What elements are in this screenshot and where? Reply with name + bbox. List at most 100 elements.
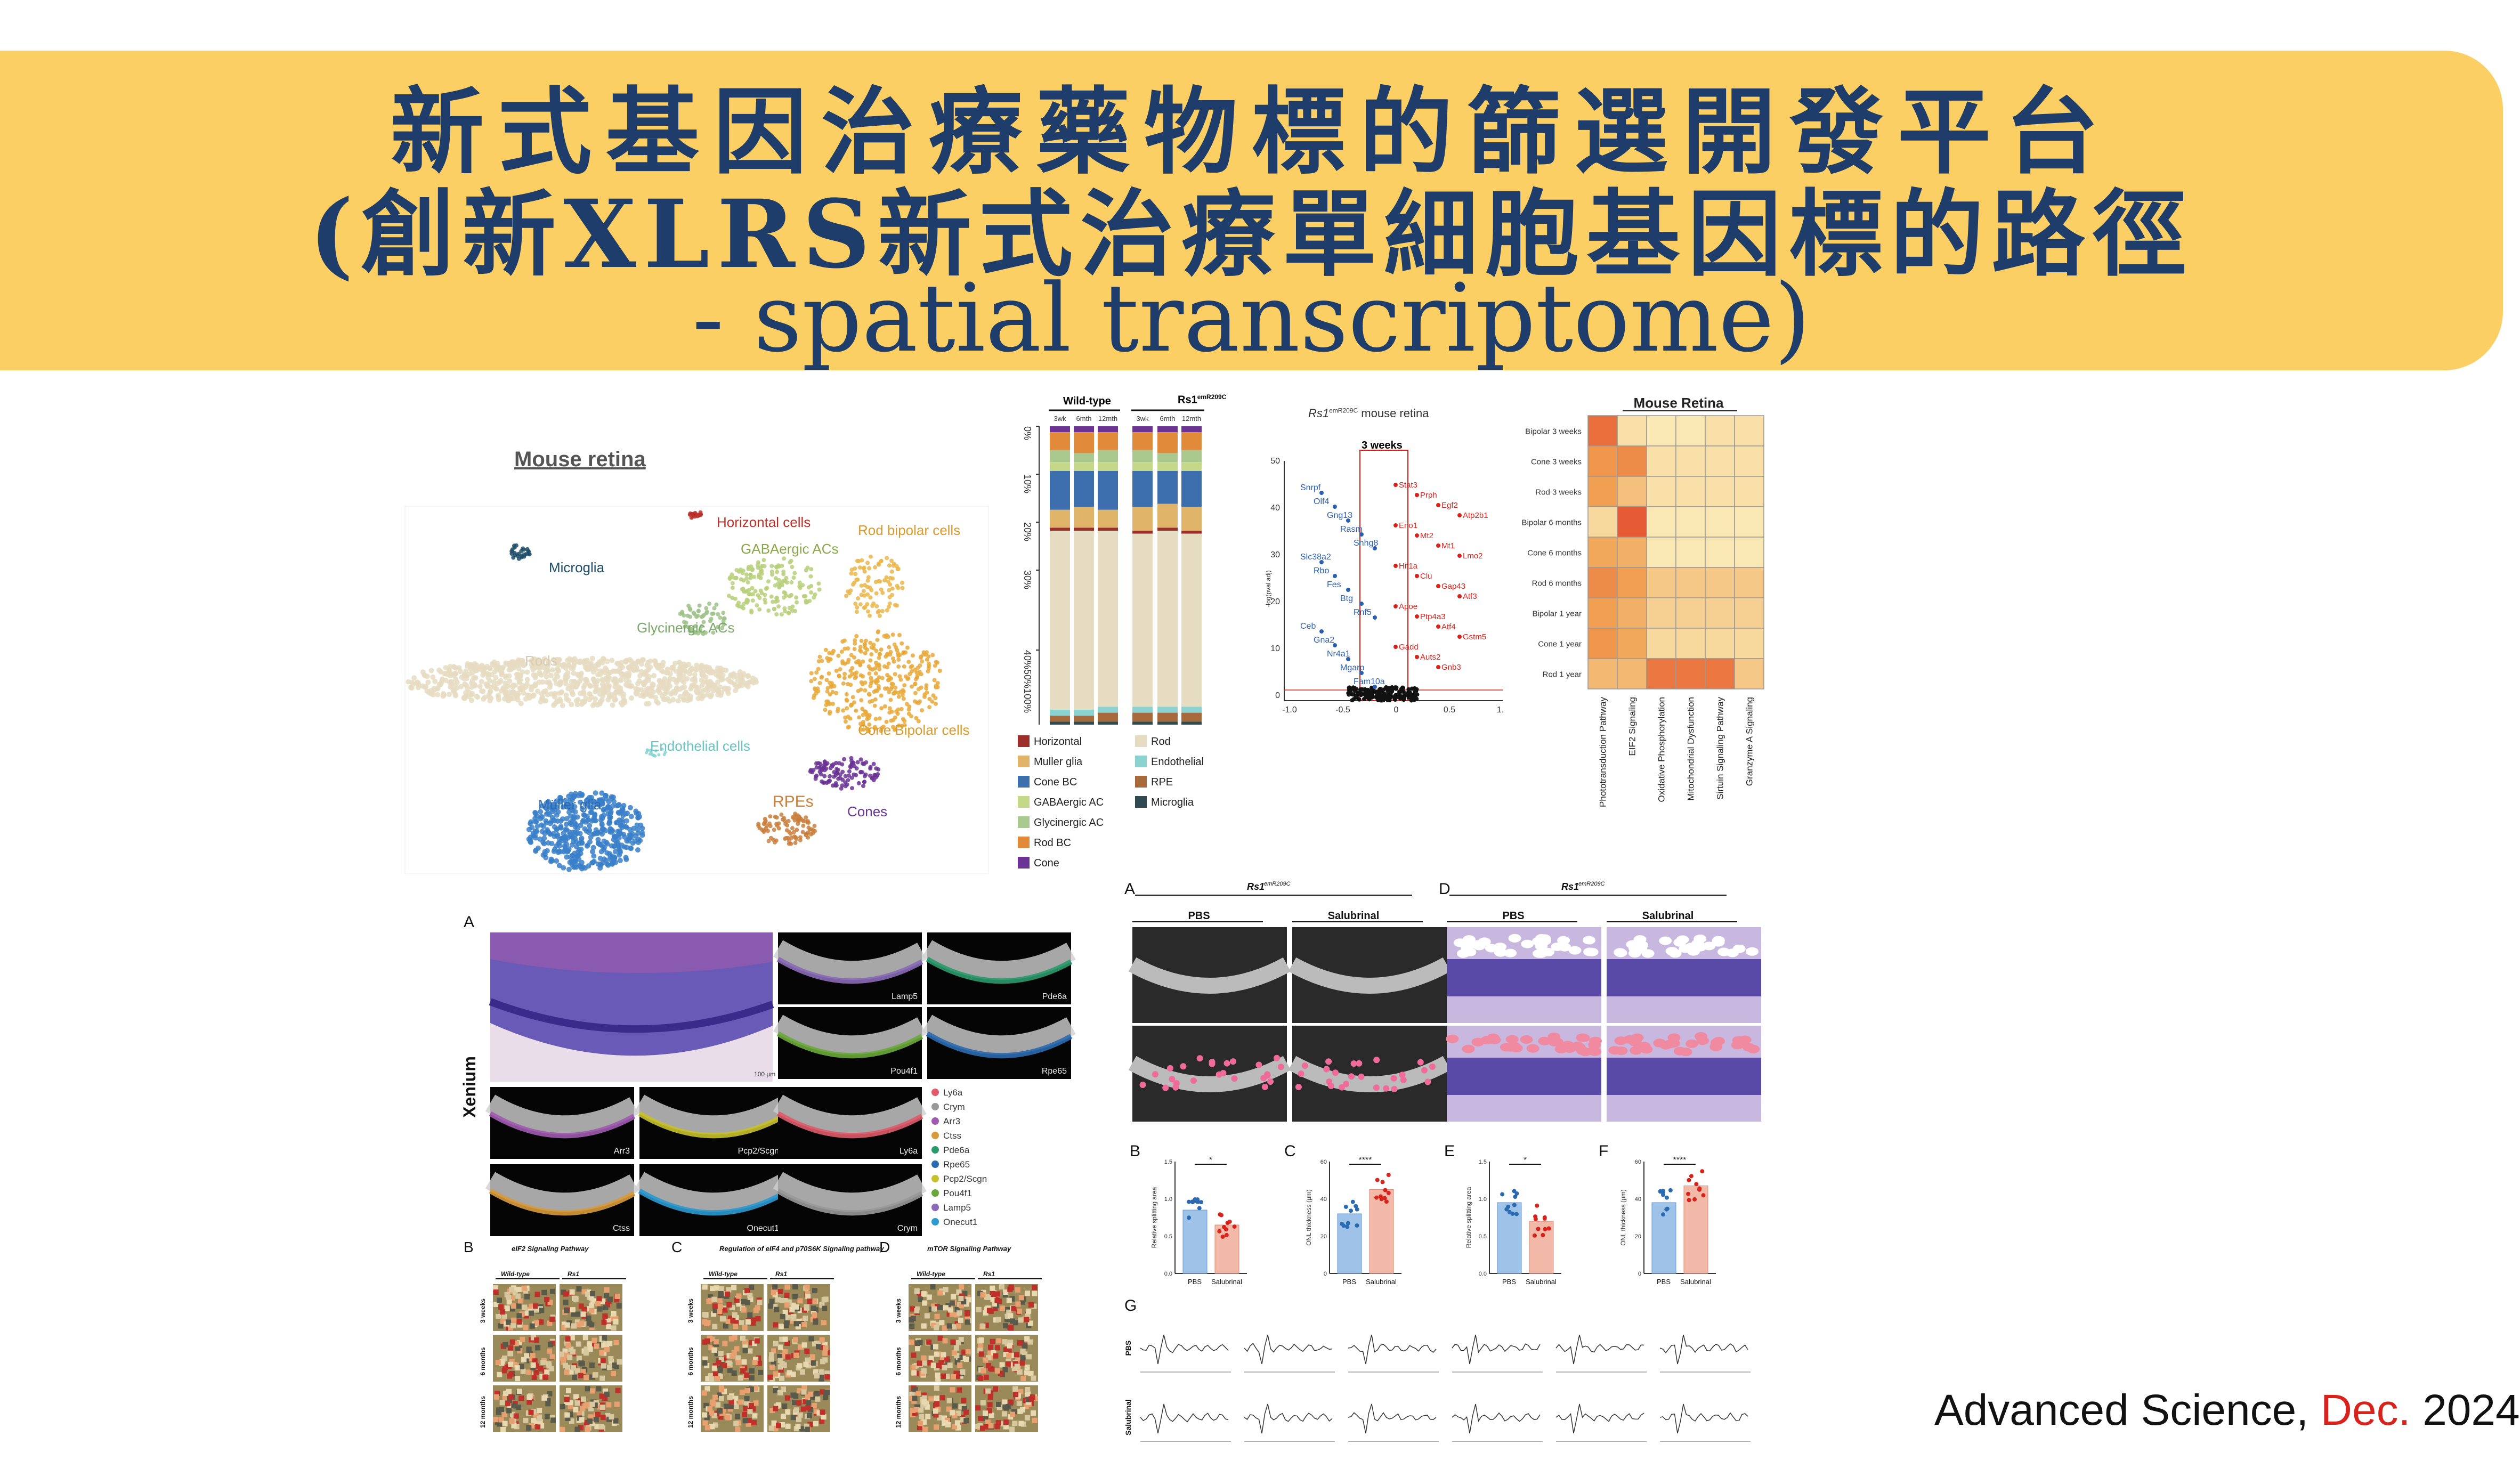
treat-sig-mark: * bbox=[1209, 1156, 1212, 1165]
xenium-bottom-spot bbox=[942, 1325, 947, 1331]
bar-category-label: 3wk bbox=[1054, 415, 1066, 423]
xenium-bottom-spot bbox=[958, 1317, 963, 1323]
xenium-bottom-spot bbox=[946, 1406, 952, 1412]
xenium-bottom-spot bbox=[712, 1303, 718, 1309]
xenium-bottom-spot bbox=[708, 1294, 714, 1300]
volcano-point-ns bbox=[1387, 691, 1392, 695]
treat-bar-dot bbox=[1700, 1169, 1705, 1174]
xenium-bottom-spot bbox=[917, 1360, 922, 1366]
xenium-bottom-spot bbox=[1002, 1323, 1008, 1329]
volcano-gene-down: Olf4 bbox=[1314, 497, 1329, 506]
panel-letter: G bbox=[1124, 1297, 1137, 1314]
heatmap-cell bbox=[1705, 567, 1735, 598]
xenium-bottom-spot bbox=[570, 1349, 576, 1355]
xenium-bottom-spot bbox=[535, 1345, 541, 1351]
xenium-bottom-spot bbox=[820, 1389, 825, 1395]
treat-bar-dot bbox=[1689, 1174, 1693, 1179]
xenium-bottom-spot bbox=[1024, 1291, 1030, 1296]
volcano-gene-up: Ptp4a3 bbox=[1420, 612, 1446, 621]
treat-he-split bbox=[1462, 935, 1476, 944]
bar-segment bbox=[1157, 471, 1178, 504]
xenium-bottom-spot bbox=[913, 1363, 919, 1369]
xenium-bottom-spot bbox=[995, 1317, 1001, 1322]
treat-bar-dot bbox=[1661, 1192, 1665, 1197]
xenium-bottom-spot bbox=[508, 1361, 514, 1367]
xenium-bottom-spot bbox=[497, 1372, 503, 1377]
volcano-point-ns bbox=[1401, 686, 1406, 691]
xenium-bottom-spot bbox=[815, 1344, 821, 1350]
xenium-bottom-spot bbox=[1022, 1343, 1028, 1349]
treat-erg-trace bbox=[1659, 1334, 1748, 1365]
xenium-bottom-spot bbox=[1031, 1375, 1036, 1381]
treat-oct-spot bbox=[1261, 1083, 1268, 1090]
xenium-legend-dot bbox=[931, 1089, 939, 1096]
volcano-gene-down: Btg bbox=[1340, 594, 1353, 603]
xenium-bottom-spot bbox=[584, 1402, 590, 1408]
xenium-bottom-spot bbox=[735, 1360, 741, 1366]
treat-he-split bbox=[1521, 939, 1534, 948]
xenium-bottom-spot bbox=[726, 1360, 732, 1366]
umap-plot bbox=[404, 506, 989, 874]
xenium-bottom-tile bbox=[560, 1335, 622, 1382]
treat-he-split bbox=[1534, 949, 1547, 958]
treat-bar-dot bbox=[1218, 1212, 1222, 1217]
treat-he-split bbox=[1486, 1033, 1500, 1042]
bar-segment bbox=[1132, 471, 1153, 507]
xenium-bottom-spot bbox=[964, 1357, 969, 1362]
xenium-bottom-spot bbox=[821, 1320, 827, 1326]
xenium-bottom-spot bbox=[704, 1425, 710, 1431]
xenium-bottom-spot bbox=[569, 1335, 575, 1341]
treat-bar-dot bbox=[1190, 1199, 1195, 1204]
xenium-bottom-spot bbox=[805, 1394, 811, 1400]
xenium-bottom-spot bbox=[547, 1320, 553, 1326]
treat-he-split bbox=[1510, 1044, 1523, 1053]
xenium-legend-label: Pde6a bbox=[943, 1145, 970, 1155]
xenium-bottom-spot bbox=[1009, 1426, 1015, 1432]
treat-bar-ylabel: Relative splitting area bbox=[1465, 1187, 1472, 1248]
treat-oct-spot bbox=[1343, 1081, 1350, 1088]
heatmap-cell bbox=[1617, 445, 1647, 477]
volcano-point-down bbox=[1333, 643, 1337, 647]
xenium-bottom-spot bbox=[515, 1293, 521, 1299]
treat-oct-spot bbox=[1196, 1055, 1203, 1062]
xenium-bottom-spot bbox=[809, 1357, 815, 1362]
xenium-bottom-spot bbox=[592, 1402, 598, 1408]
heatmap-title: Mouse Retina bbox=[1633, 395, 1724, 411]
bar-segment bbox=[1098, 707, 1118, 713]
treat-oct-spot bbox=[1325, 1058, 1332, 1065]
xenium-bottom-spot bbox=[717, 1309, 723, 1314]
bar-segment bbox=[1181, 507, 1202, 531]
xenium-bottom-spot bbox=[943, 1305, 949, 1311]
treat-oct-spot bbox=[1348, 1073, 1355, 1080]
xenium-bottom-spot bbox=[716, 1360, 722, 1366]
treat-he-split bbox=[1614, 948, 1627, 957]
xenium-legend-dot bbox=[931, 1218, 939, 1226]
xenium-bottom-row: 3 weeks bbox=[479, 1299, 487, 1323]
xenium-bottom-spot bbox=[1027, 1339, 1033, 1345]
xenium-bottom-spot bbox=[589, 1302, 595, 1308]
volcano-gene-up: Egf2 bbox=[1441, 501, 1458, 510]
heatmap-row-label: Cone 3 weeks bbox=[1531, 458, 1582, 467]
xenium-legend-label: Pou4f1 bbox=[943, 1188, 972, 1198]
xenium-bottom-spot bbox=[921, 1392, 927, 1398]
xenium-bottom-spot bbox=[792, 1284, 798, 1289]
treat-he-split bbox=[1538, 1036, 1551, 1045]
treat-bar-dot bbox=[1199, 1200, 1204, 1205]
xenium-bottom-spot bbox=[782, 1310, 788, 1316]
heatmap-cell bbox=[1617, 537, 1647, 568]
xenium-bottom-spot bbox=[769, 1299, 775, 1304]
bar-segment bbox=[1050, 528, 1070, 531]
xenium-bottom-spot bbox=[611, 1311, 617, 1317]
xenium-bottom-spot bbox=[1005, 1361, 1011, 1367]
xenium-bottom-spot bbox=[528, 1310, 534, 1316]
xenium-bottom-col: Wild-type bbox=[917, 1270, 945, 1278]
xenium-bottom-spot bbox=[772, 1284, 778, 1290]
treat-he-split bbox=[1743, 1043, 1755, 1052]
volcano-y-tick: 0 bbox=[1275, 691, 1280, 700]
xenium-legend-dot bbox=[931, 1160, 939, 1168]
xenium-bottom-spot bbox=[576, 1341, 581, 1347]
bar-segment bbox=[1132, 707, 1153, 713]
treat-oct-spot bbox=[1264, 1072, 1271, 1079]
xenium-bottom-spot bbox=[988, 1344, 994, 1350]
xenium-bottom-spot bbox=[934, 1385, 939, 1391]
